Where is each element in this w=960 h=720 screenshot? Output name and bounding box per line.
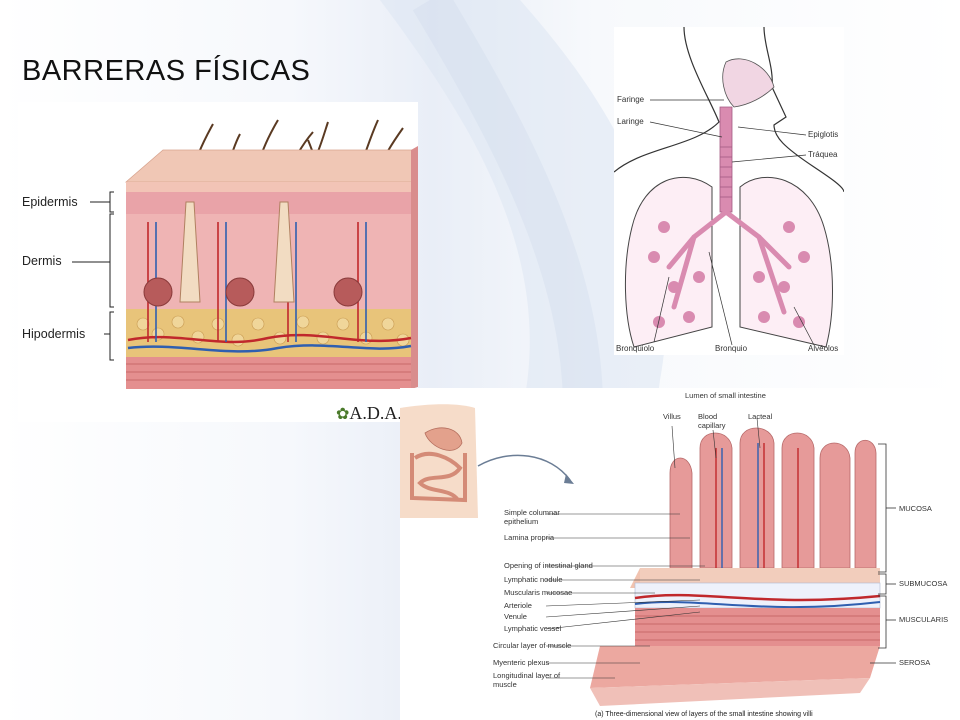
label-venule: Venule	[504, 612, 527, 621]
label-epidermis: Epidermis	[22, 195, 78, 209]
label-arteriole: Arteriole	[504, 601, 532, 610]
label-lymphatic-vessel: Lymphatic vessel	[504, 624, 562, 633]
label-traquea: Tráquea	[808, 150, 838, 159]
intestine-illustration	[400, 404, 896, 706]
intestine-diagram: Lumen of small intestine Villus Blood ca…	[400, 388, 960, 720]
label-lamina-propria: Lamina propria	[504, 533, 555, 542]
label-alveolos: Alvéolos	[808, 344, 839, 353]
leaf-icon: ✿	[336, 406, 350, 423]
label-simple-columnar-epithelium: Simple columnar epithelium	[504, 508, 560, 526]
label-circular-layer: Circular layer of muscle	[493, 641, 572, 650]
label-opening-intestinal-gland: Opening of intestinal gland	[504, 561, 593, 570]
label-submucosa: SUBMUCOSA	[899, 579, 948, 588]
label-hipodermis: Hipodermis	[22, 327, 86, 341]
label-epiglotis: Epiglotis	[808, 130, 839, 139]
label-bronquiolo: Bronquiolo	[616, 344, 655, 353]
slide-title: BARRERAS FÍSICAS	[22, 55, 311, 87]
label-bronquio: Bronquio	[715, 344, 748, 353]
label-serosa: SEROSA	[899, 658, 931, 667]
label-myenteric-plexus: Myenteric plexus	[493, 658, 550, 667]
label-muscularis: MUSCULARIS	[899, 615, 949, 624]
skin-diagram: Epidermis Dermis Hipodermis	[18, 102, 418, 422]
intestine-caption: (a) Three-dimensional view of layers of …	[595, 711, 813, 718]
label-longitudinal-layer: Longitudinal layer of muscle	[493, 671, 561, 689]
label-villus: Villus	[663, 412, 681, 421]
skin-illustration	[72, 119, 418, 389]
label-dermis: Dermis	[22, 254, 62, 268]
label-muscularis-mucosae: Muscularis mucosae	[504, 588, 573, 597]
label-lymphatic-nodule: Lymphatic nodule	[504, 575, 563, 584]
label-lacteal: Lacteal	[748, 412, 773, 421]
label-blood-capillary: Blood capillary	[698, 412, 726, 430]
label-mucosa: MUCOSA	[899, 504, 932, 513]
respiratory-diagram: Faringe Laringe Epiglotis Tráquea Bronqu…	[614, 27, 844, 355]
label-lumen: Lumen of small intestine	[685, 391, 766, 400]
label-laringe: Laringe	[617, 117, 644, 126]
label-faringe: Faringe	[617, 95, 645, 104]
respiratory-illustration	[614, 27, 844, 348]
